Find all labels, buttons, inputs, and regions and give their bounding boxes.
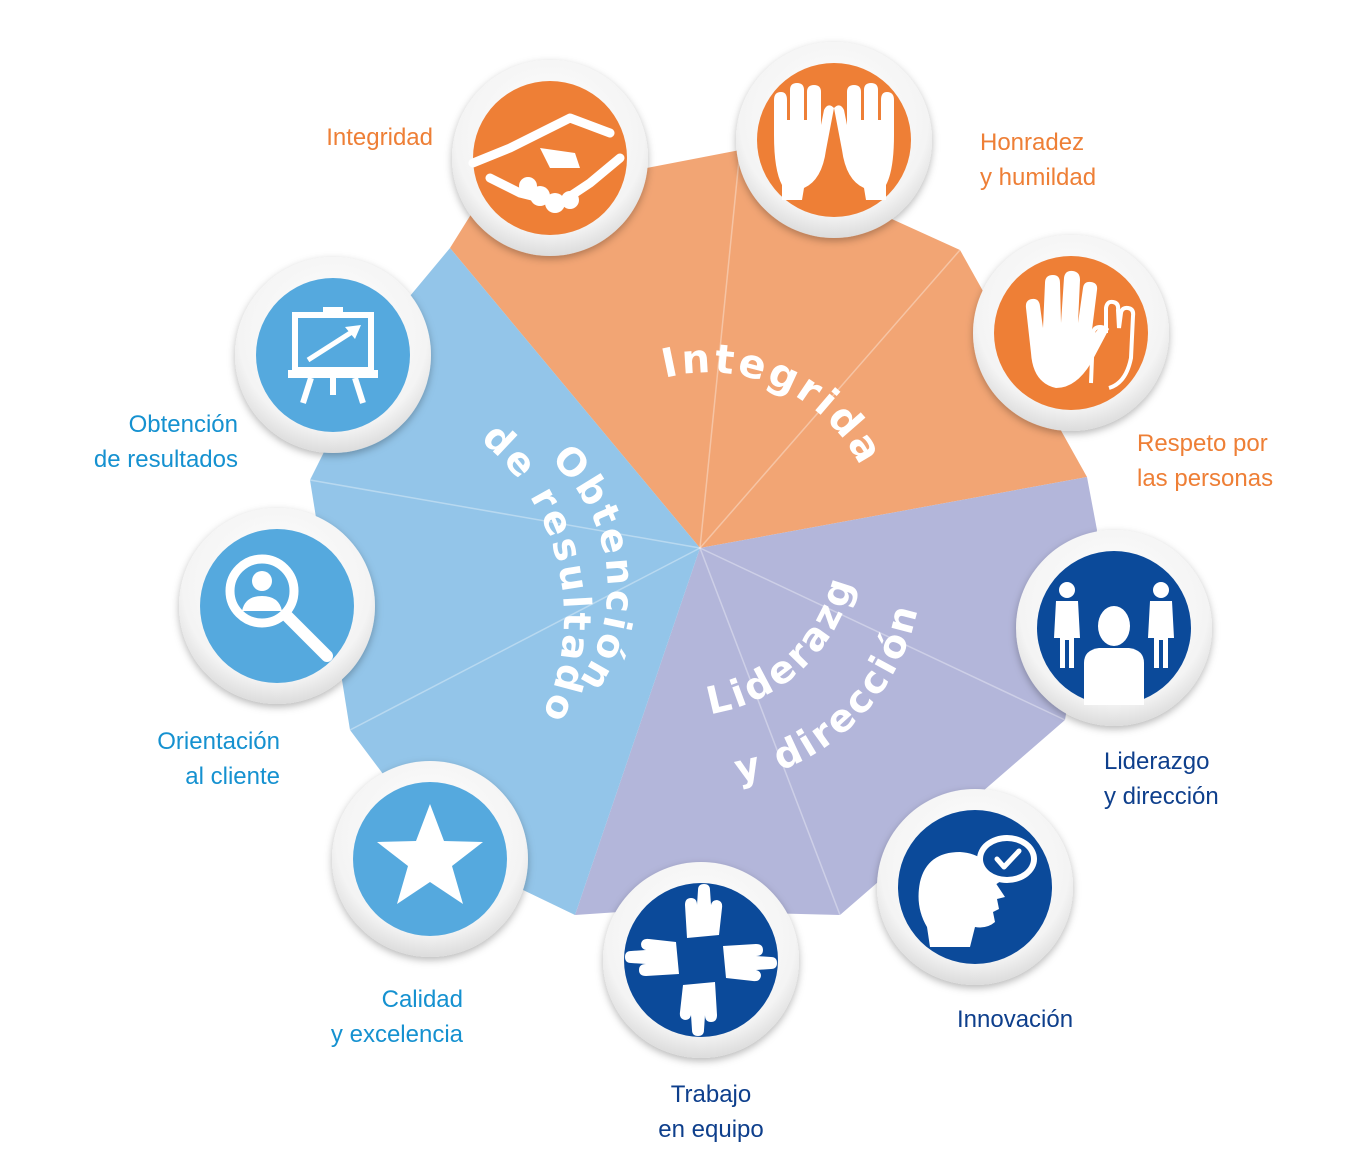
label-integridad: Integridad [326, 124, 433, 151]
label-innovacion: Innovación [957, 1006, 1074, 1033]
magnifier-person-icon [179, 508, 375, 704]
star-icon [332, 761, 528, 957]
sector-dividers [309, 149, 1066, 916]
handshake-icon [452, 60, 648, 256]
leadership-sector [575, 477, 1097, 915]
presentation-chart-icon [235, 257, 431, 453]
head-idea-icon [877, 789, 1073, 985]
open-hands-icon [736, 42, 932, 238]
teamwork-hands-icon [603, 862, 799, 1058]
integrity-sector [450, 150, 1087, 548]
overlapping-hands-icon [973, 235, 1169, 431]
leader-group-icon [1016, 530, 1212, 726]
